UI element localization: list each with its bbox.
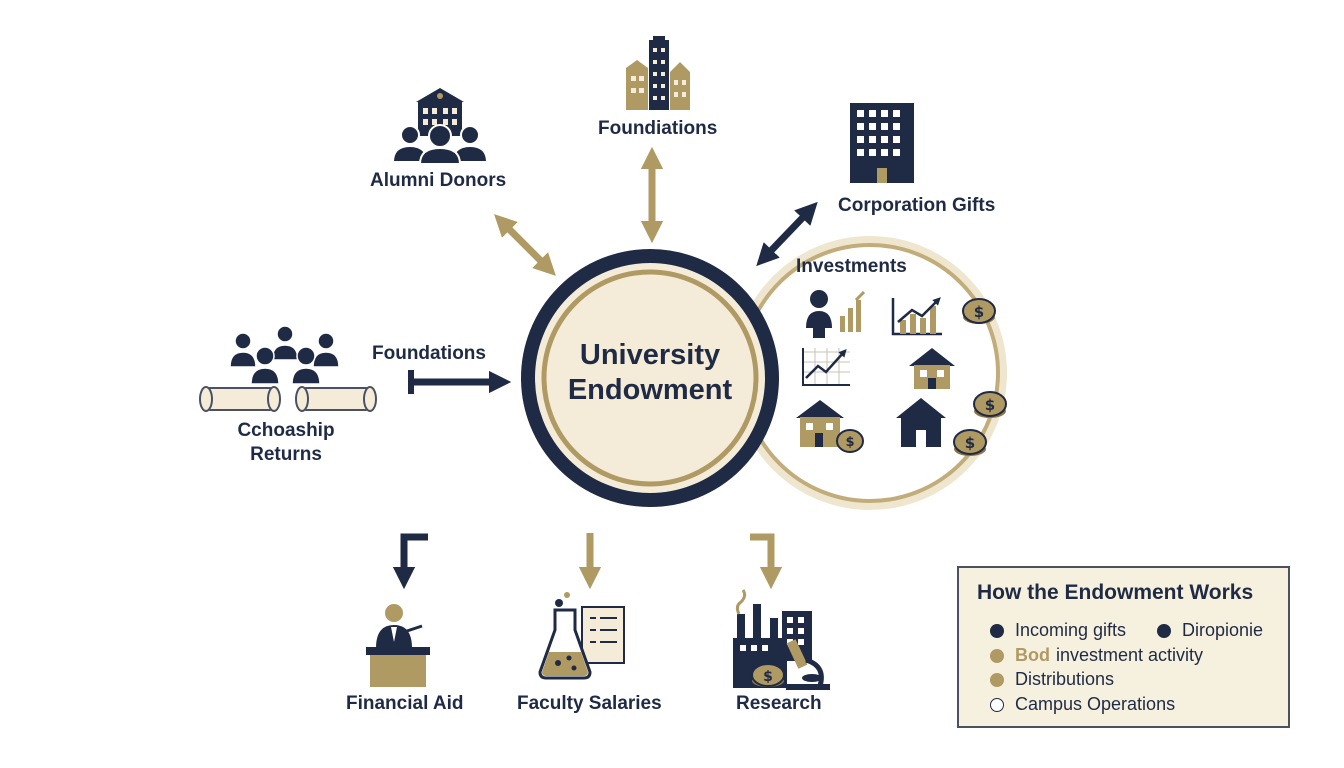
legend-label: Incoming gifts [1015, 620, 1127, 640]
svg-text:$: $ [965, 434, 975, 452]
scholarship-label-line1: Cchoaship [237, 420, 335, 441]
scholarship-label-line2: Returns [250, 444, 322, 465]
alumni-donors-icon [391, 88, 489, 165]
financial-aid-label: Financial Aid [346, 693, 464, 714]
legend-item-incoming-gifts: Incoming gifts [990, 620, 1126, 641]
coin-icon: $ [953, 429, 987, 456]
legend-box: How the Endowment Works Incoming gifts D… [957, 566, 1290, 728]
svg-text:$: $ [974, 303, 984, 321]
arrow-foundations-left [408, 370, 512, 394]
alumni-donors-label: Alumni Donors [370, 170, 507, 191]
microscope-icon [786, 639, 830, 690]
faculty-salaries-label: Faculty Salaries [517, 693, 662, 714]
house-navy-icon [896, 398, 946, 447]
scholarship-people-icon [229, 325, 340, 385]
corporation-building-icon [850, 103, 914, 183]
endowment-title-line1: University [579, 339, 721, 371]
legend-item-distributions: Distributions [990, 669, 1114, 690]
advisor-growth-icon [806, 290, 866, 338]
arrow-corporation [756, 201, 818, 267]
legend-item-investment-activity: Bod investment activity [990, 645, 1203, 666]
research-label: Research [736, 693, 822, 714]
scroll-icon [199, 386, 377, 412]
legend-dot [990, 697, 1004, 712]
endowment-title: University Endowment [520, 338, 780, 408]
legend-label: Distributions [1015, 669, 1115, 689]
investments-label: Investments [796, 256, 907, 277]
svg-text:$: $ [845, 435, 854, 450]
arrow-research [750, 533, 783, 590]
arrow-alumni [494, 214, 556, 276]
legend-item-diropionie: Diropionie [1157, 620, 1263, 641]
coin-icon: $ [751, 663, 785, 687]
endowment-circle [521, 249, 779, 507]
svg-text:$: $ [763, 669, 773, 685]
legend-label: Campus Operations [1015, 694, 1176, 714]
legend-item-campus-operations: Campus Operations [990, 694, 1175, 715]
foundations-top-label: Foundiations [598, 118, 718, 139]
legend-label: Diropionie [1182, 620, 1264, 640]
house-gold-icon [909, 348, 955, 389]
legend-dot [990, 623, 1004, 638]
coin-icon: $ [973, 391, 1007, 418]
legend-dot [990, 648, 1004, 663]
endowment-title-line2: Endowment [567, 374, 733, 406]
legend-title: How the Endowment Works [977, 581, 1254, 604]
foundations-left-label: Foundations [372, 343, 486, 364]
lectern-icon [366, 604, 430, 687]
flask-icon [538, 592, 625, 680]
legend-bold-word: Bod [1015, 645, 1050, 665]
foundations-skyscraper-icon [626, 36, 690, 110]
legend-dot [1157, 623, 1171, 638]
legend-dot [990, 672, 1004, 687]
trend-chart-icon [802, 348, 850, 386]
arrow-financial-aid [392, 533, 428, 590]
corporation-gifts-label: Corporation Gifts [838, 195, 996, 216]
line-chart-icon [891, 297, 942, 336]
house-coin-icon: $ [796, 400, 864, 453]
svg-text:$: $ [985, 396, 995, 414]
legend-label: investment activity [1056, 645, 1204, 665]
coin-icon: $ [962, 298, 996, 324]
